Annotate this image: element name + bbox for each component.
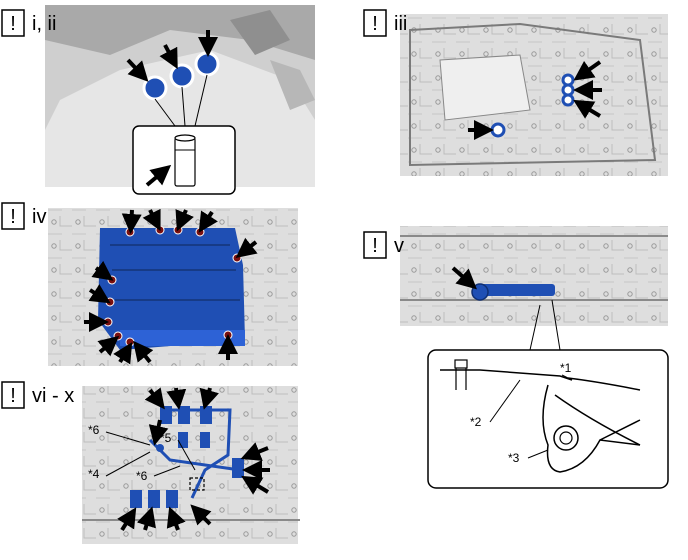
caution-box [1, 381, 25, 409]
caution-box [1, 202, 25, 230]
caution-mark: ! [10, 206, 16, 228]
arrow [166, 387, 187, 410]
arrow [175, 209, 194, 232]
callout-4: *4 [88, 467, 100, 481]
bolt [125, 337, 135, 347]
tube-clamp [156, 444, 164, 452]
detent-spring-detail [440, 369, 573, 381]
arrow [133, 340, 154, 364]
seal-ring [561, 93, 575, 107]
hidden-part-outline [189, 477, 205, 491]
panel-vi-x: *6 *4 *5 *6 ! vi - x [1, 381, 300, 544]
step-label-iv: iv [32, 206, 46, 228]
caution-mark: ! [10, 385, 16, 407]
bolt [155, 225, 165, 235]
arrow [117, 507, 137, 532]
engine-casting [45, 50, 315, 187]
panel-i-ii: ! i, ii [1, 5, 315, 195]
step-label-iii: iii [394, 13, 407, 35]
arrow [573, 60, 602, 81]
arrow [142, 208, 161, 232]
panel-iii: ! iii [363, 9, 668, 176]
caution-mark: ! [372, 13, 378, 35]
step-label-vi-x: vi - x [32, 385, 74, 407]
caution-mark: ! [372, 235, 378, 257]
bolt [113, 331, 123, 341]
arrow [97, 335, 120, 357]
plug-detail [174, 137, 196, 187]
callout-6-upper: *6 [88, 423, 100, 437]
arrow [235, 237, 258, 258]
accumulator-plug-3 [194, 51, 220, 77]
arrow [159, 44, 178, 70]
panel-v-photo [400, 226, 668, 326]
arrow [113, 342, 133, 365]
callout-5: *5 [160, 431, 172, 445]
solenoid [178, 406, 190, 424]
arrow [198, 210, 218, 233]
bolt [173, 225, 183, 235]
arrow [91, 260, 114, 281]
accumulator-plug-1 [142, 75, 168, 101]
caution-mark: ! [10, 13, 16, 35]
accumulator-plug-2 [169, 63, 195, 89]
callout-6-lower: *6 [136, 469, 148, 483]
arrow [121, 209, 142, 234]
bolt [195, 227, 205, 237]
bolt [125, 227, 135, 237]
step-label-i-ii: i, ii [32, 13, 56, 35]
manual-valve-lever [542, 384, 641, 473]
detent-spring-bolt [471, 283, 489, 301]
bolt [107, 275, 117, 285]
solenoid [148, 490, 160, 508]
solenoid [130, 490, 142, 508]
arrow [88, 284, 111, 304]
arrow [136, 506, 156, 531]
bolt [105, 297, 115, 307]
arrow [145, 164, 172, 187]
arrow [451, 266, 477, 290]
bolt [103, 317, 113, 327]
solenoid [200, 406, 212, 424]
seal-ring [490, 122, 506, 138]
arrow [144, 387, 165, 410]
detent-spring [475, 284, 555, 296]
arrow [241, 475, 270, 495]
step-label-v: v [394, 235, 404, 257]
panel-iv: ! iv [1, 202, 298, 366]
arrow [126, 58, 149, 82]
caution-box [363, 9, 387, 37]
arrow [240, 442, 269, 461]
bolt [232, 253, 242, 263]
callout-3: *3 [508, 451, 520, 465]
arrow [148, 419, 169, 446]
arrow [190, 504, 212, 526]
arrow [573, 99, 602, 119]
solenoid [160, 406, 172, 424]
solenoid [232, 458, 244, 478]
callout-1: *1 [560, 361, 572, 375]
caution-box [363, 231, 387, 259]
callout-2: *2 [470, 415, 482, 429]
solenoid [166, 490, 178, 508]
solenoid [200, 432, 210, 448]
panel-v: *1 *2 *3 ! v [363, 226, 669, 489]
solenoid [178, 432, 188, 448]
valve-body [98, 228, 245, 350]
bolt [223, 330, 233, 340]
arrow [166, 506, 186, 531]
arrow [199, 387, 219, 410]
caution-box [1, 9, 25, 37]
